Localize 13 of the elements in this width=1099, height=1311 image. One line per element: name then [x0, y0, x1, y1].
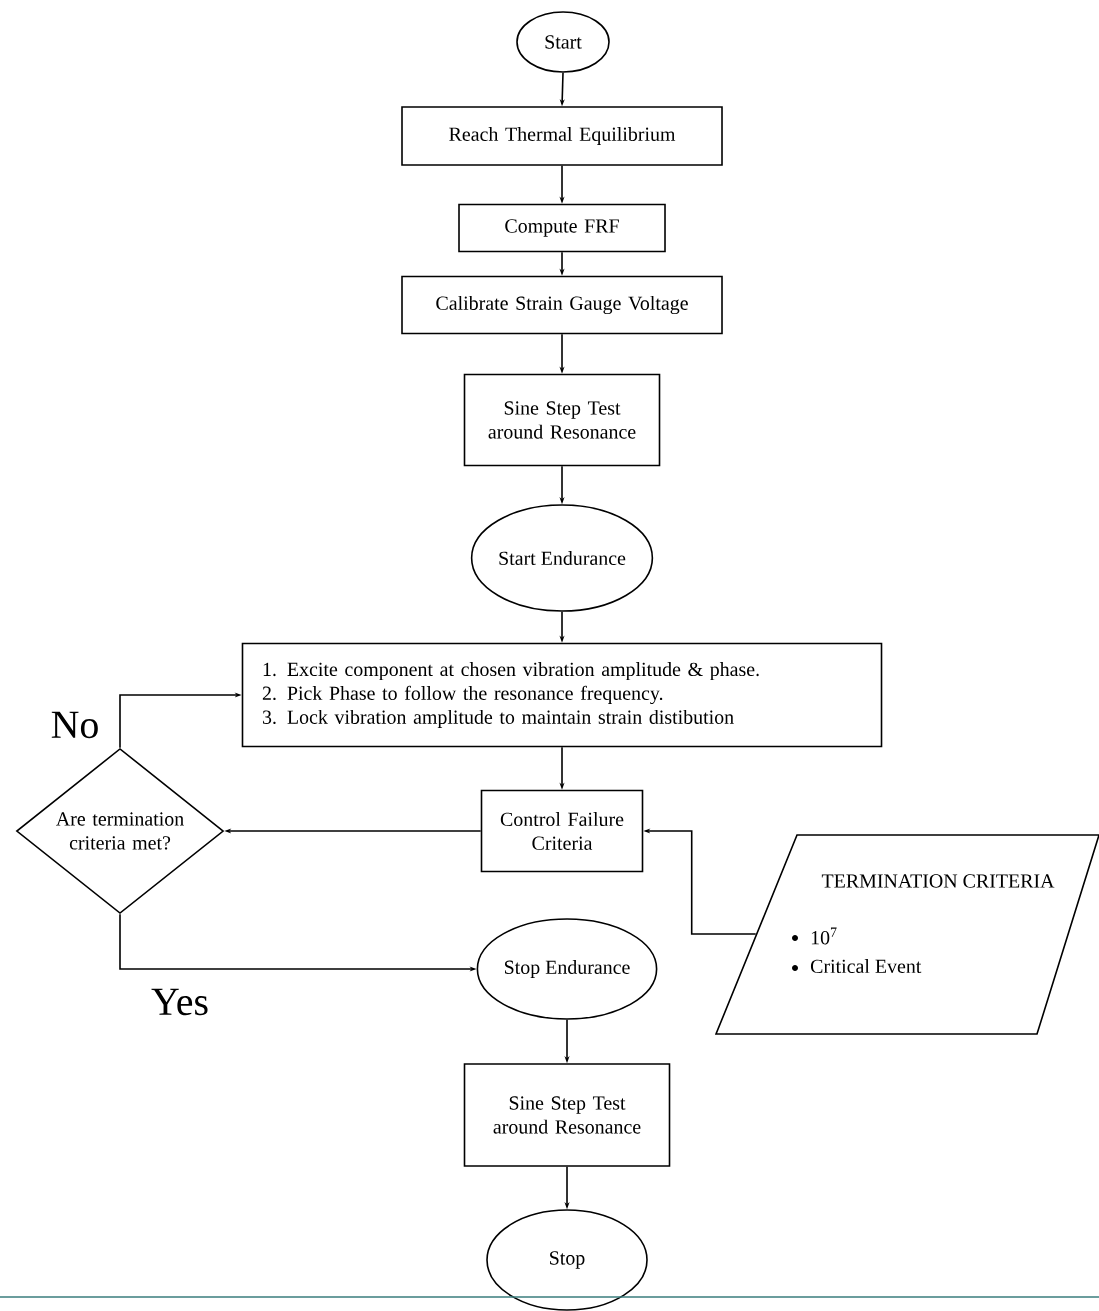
terminal-oval: Start: [516, 11, 610, 73]
process-box: Control Failure Criteria: [480, 789, 644, 873]
process-box: 1. Excite component at chosen vibration amplitude & phase. 2. Pick Phase to follow the resonance frequency. 3. Lock vibration amplitude to maintain strain distibution: [241, 642, 883, 748]
edge-label: Yes: [151, 988, 208, 1016]
process-box: Calibrate Strain Gauge Voltage: [401, 275, 723, 335]
process-box: Reach Thermal Equilibrium: [401, 106, 723, 166]
terminal-oval: Stop Endurance: [476, 918, 658, 1020]
edge-label: No: [51, 711, 98, 739]
process-box: Compute FRF: [458, 203, 666, 253]
terminal-oval: Start Endurance: [470, 504, 654, 612]
process-box: Sine Step Test around Resonance: [463, 1063, 671, 1167]
terminal-oval: Stop: [486, 1209, 648, 1311]
process-box: Sine Step Test around Resonance: [463, 373, 661, 467]
